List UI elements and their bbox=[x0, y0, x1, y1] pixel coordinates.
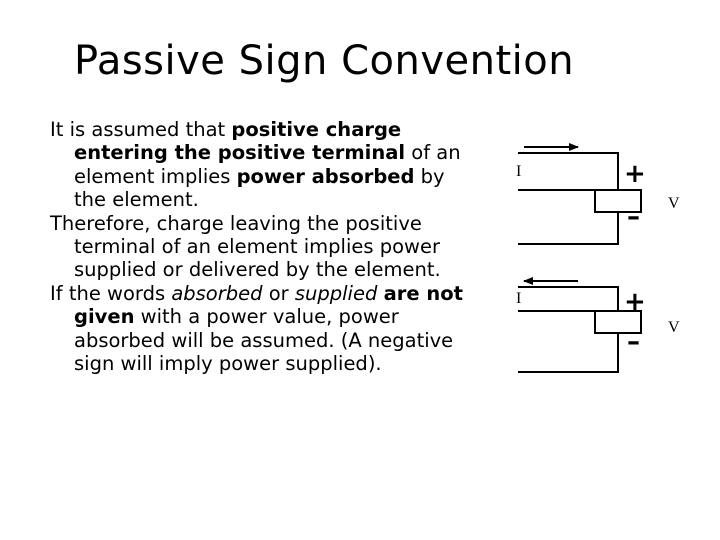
p3-italic-1: absorbed bbox=[171, 281, 263, 305]
p3-bold-1: are not given bbox=[74, 281, 463, 329]
bottom-circuit-wire bbox=[518, 286, 619, 312]
paragraph-power-supplied: Therefore, charge leaving the positive t… bbox=[50, 212, 470, 282]
slide-body: It is assumed that positive charge enter… bbox=[50, 118, 470, 375]
top-circuit-return-wire bbox=[518, 212, 619, 245]
p2-text-1: Therefore, charge leaving the positive t… bbox=[50, 211, 441, 282]
top-circuit-wire bbox=[518, 152, 619, 191]
paragraph-default-assumption: If the words absorbed or supplied are no… bbox=[50, 282, 470, 376]
p3-italic-2: supplied bbox=[294, 281, 378, 305]
top-current-label: I bbox=[516, 163, 521, 180]
bottom-current-label: I bbox=[516, 290, 521, 307]
p1-bold-2: power absorbed bbox=[236, 164, 415, 188]
top-minus-sign: – bbox=[627, 202, 640, 232]
slide-title: Passive Sign Convention bbox=[74, 38, 575, 84]
p3-text-1: If the words bbox=[50, 281, 172, 305]
p1-text-2: of an element implies bbox=[74, 141, 461, 188]
p3-text-2: or bbox=[262, 281, 295, 305]
p1-bold-1: positive charge entering the positive te… bbox=[74, 118, 406, 165]
p1-text-1: It is assumed that bbox=[50, 118, 232, 141]
paragraph-passive-convention: It is assumed that positive charge enter… bbox=[50, 118, 470, 212]
bottom-circuit-return-wire bbox=[518, 333, 619, 373]
bottom-plus-sign: + bbox=[624, 287, 646, 317]
p3-text-3: with a power value, power absorbed will … bbox=[74, 305, 454, 376]
bottom-voltage-label: V bbox=[668, 319, 680, 336]
top-voltage-label: V bbox=[668, 195, 680, 212]
circuit-bottom: I + – V bbox=[516, 277, 680, 373]
bottom-minus-sign: – bbox=[627, 327, 640, 357]
p1-text-3: by the element. bbox=[74, 164, 445, 212]
top-plus-sign: + bbox=[624, 159, 646, 189]
circuit-top: I + – V bbox=[516, 143, 680, 245]
